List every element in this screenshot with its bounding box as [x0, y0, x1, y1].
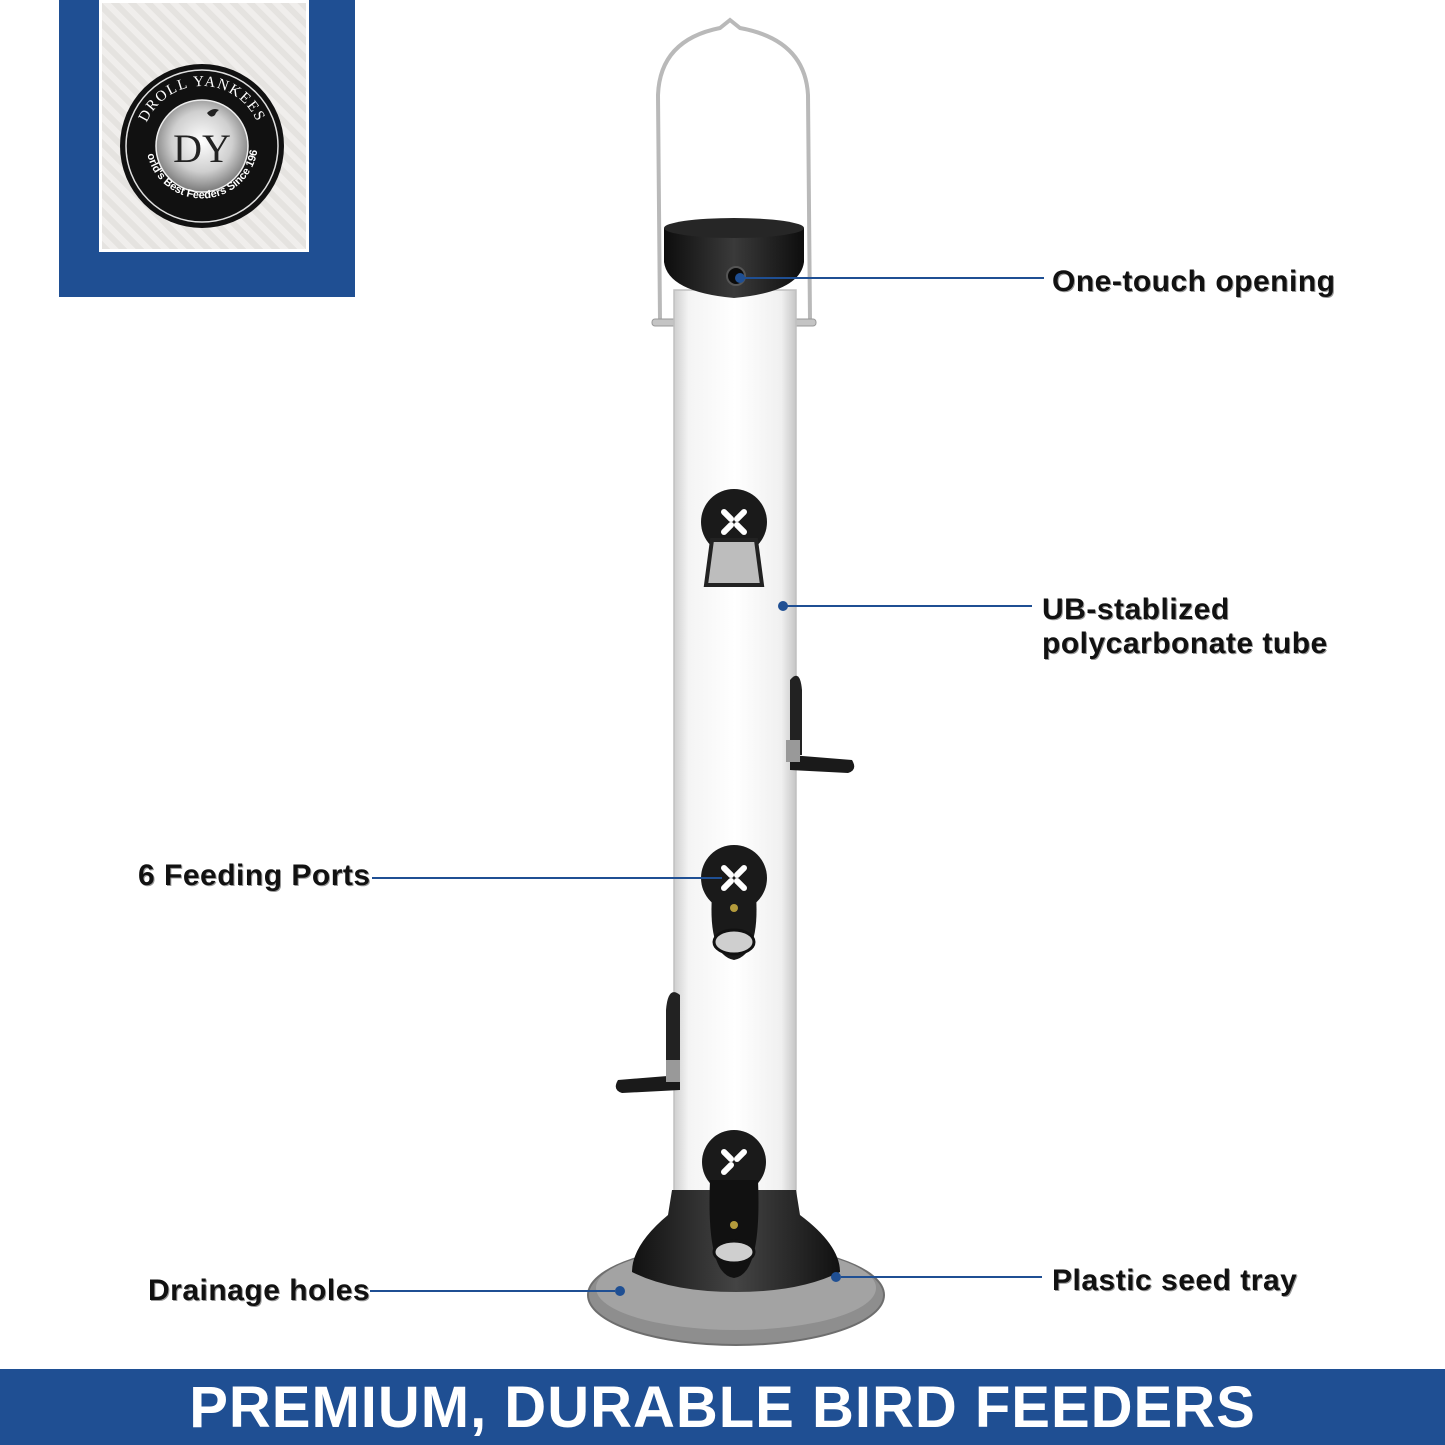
- logo-monogram: DY: [173, 126, 231, 171]
- brand-logo: DROLL YANKEES World's Best Feeders Since…: [117, 61, 284, 228]
- bottom-banner: [0, 1369, 1445, 1445]
- logo-panel: DROLL YANKEES World's Best Feeders Since…: [59, 0, 355, 297]
- feeding-port-1: [701, 489, 767, 587]
- callout-tube-line1: UB-stablized: [1042, 593, 1230, 626]
- callout-drainage-holes: Drainage holes: [148, 1274, 371, 1307]
- feeding-port-3: [702, 1130, 766, 1278]
- feeding-port-2: [701, 845, 767, 960]
- banner-title: PREMIUM, DURABLE BIRD FEEDERS: [189, 1375, 1256, 1440]
- side-perch-left: [615, 992, 680, 1093]
- hanger-wire: [655, 17, 812, 321]
- callout-feeding-ports: 6 Feeding Ports: [138, 859, 371, 892]
- feeder-illustration: [370, 17, 1044, 1346]
- drainage-hole-marker: [615, 1286, 625, 1296]
- side-perch-right: [786, 675, 855, 773]
- tray-marker: [831, 1272, 841, 1282]
- polycarbonate-tube: [673, 289, 797, 1291]
- callout-tube-line2: polycarbonate tube: [1042, 627, 1328, 660]
- callout-seed-tray: Plastic seed tray: [1052, 1264, 1298, 1297]
- bird-icon: [207, 109, 219, 117]
- callout-one-touch-opening: One-touch opening: [1052, 265, 1336, 298]
